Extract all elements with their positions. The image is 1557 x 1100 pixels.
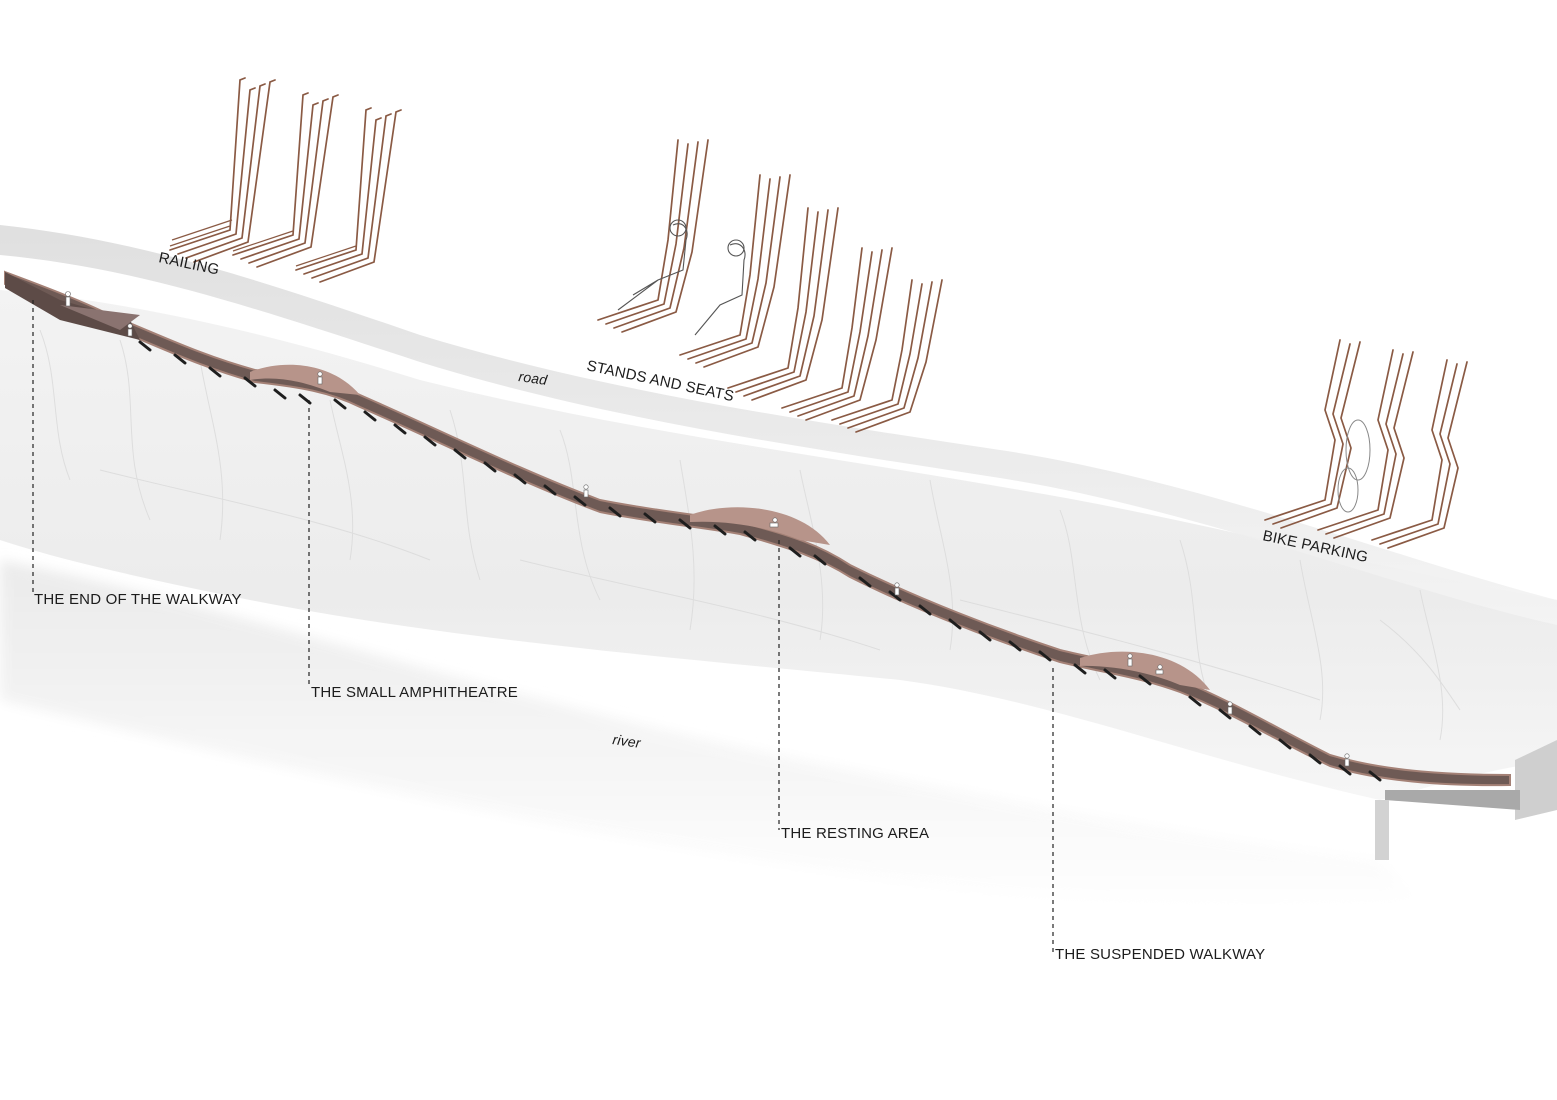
walkway-strut bbox=[243, 376, 257, 388]
walkway-strut bbox=[273, 388, 287, 400]
road-label: road bbox=[518, 368, 550, 388]
walkway-strut bbox=[1188, 695, 1202, 707]
walkway-strut bbox=[678, 518, 692, 530]
walkway-strut bbox=[948, 618, 962, 630]
walkway-strut bbox=[1278, 738, 1292, 750]
walkway-strut bbox=[1008, 640, 1022, 652]
bike-parking-illustration bbox=[1264, 339, 1468, 549]
river-haze bbox=[0, 560, 1420, 913]
walkway-strut bbox=[1138, 674, 1152, 686]
walkway-strut bbox=[813, 554, 827, 566]
walkway-strut bbox=[1368, 770, 1382, 782]
walkway-strut bbox=[333, 398, 347, 410]
small-amphitheatre-label: THE SMALL AMPHITHEATRE bbox=[311, 684, 518, 701]
walkway-strut bbox=[483, 461, 497, 473]
walkway-strut bbox=[173, 353, 187, 365]
walkway-deck bbox=[4, 270, 1511, 787]
walkway-strut bbox=[393, 423, 407, 435]
railing-illustration bbox=[169, 77, 402, 283]
walkway-strut bbox=[138, 340, 152, 352]
walkway-strut bbox=[573, 495, 587, 507]
walkway-strut bbox=[1218, 708, 1232, 720]
walkway-strut bbox=[513, 473, 527, 485]
walkway-strut bbox=[363, 410, 377, 422]
suspended-bulge bbox=[1080, 651, 1210, 690]
walkway-strut bbox=[788, 546, 802, 558]
suspended-walkway-label: THE SUSPENDED WALKWAY bbox=[1055, 946, 1265, 963]
end-of-walkway-label: THE END OF THE WALKWAY bbox=[34, 591, 242, 608]
amphitheatre-bulge bbox=[250, 364, 360, 395]
walkway-strut bbox=[888, 590, 902, 602]
walkway-strut bbox=[543, 484, 557, 496]
walkway-strut bbox=[298, 393, 312, 405]
walkway-strut bbox=[978, 630, 992, 642]
walkway-strut bbox=[1038, 650, 1052, 662]
walkway-strut bbox=[1103, 668, 1117, 680]
resting-area-bulge bbox=[690, 507, 830, 545]
walkway-end-structure bbox=[1375, 740, 1557, 860]
walkway-strut bbox=[423, 435, 437, 447]
walkway-strut bbox=[643, 512, 657, 524]
walkway-strut bbox=[608, 506, 622, 518]
walkway-strut bbox=[713, 524, 727, 536]
walkway-strut bbox=[1073, 663, 1087, 675]
resting-area-label: THE RESTING AREA bbox=[781, 825, 929, 842]
stands-and-seats-illustration bbox=[597, 139, 943, 433]
walkway-strut bbox=[1308, 753, 1322, 765]
people-figures bbox=[65, 291, 1350, 767]
walkway-strut bbox=[1338, 764, 1352, 776]
walkway-strut bbox=[918, 604, 932, 616]
walkway-start-steps bbox=[5, 272, 140, 340]
walkway-strut bbox=[743, 530, 757, 542]
walkway-strut bbox=[1248, 724, 1262, 736]
river-label: river bbox=[612, 731, 643, 751]
walkway-strut bbox=[858, 576, 872, 588]
road-band bbox=[0, 225, 1557, 625]
walkway-strut bbox=[453, 448, 467, 460]
walkway-struts bbox=[138, 340, 1382, 782]
walkway-strut bbox=[208, 366, 222, 378]
